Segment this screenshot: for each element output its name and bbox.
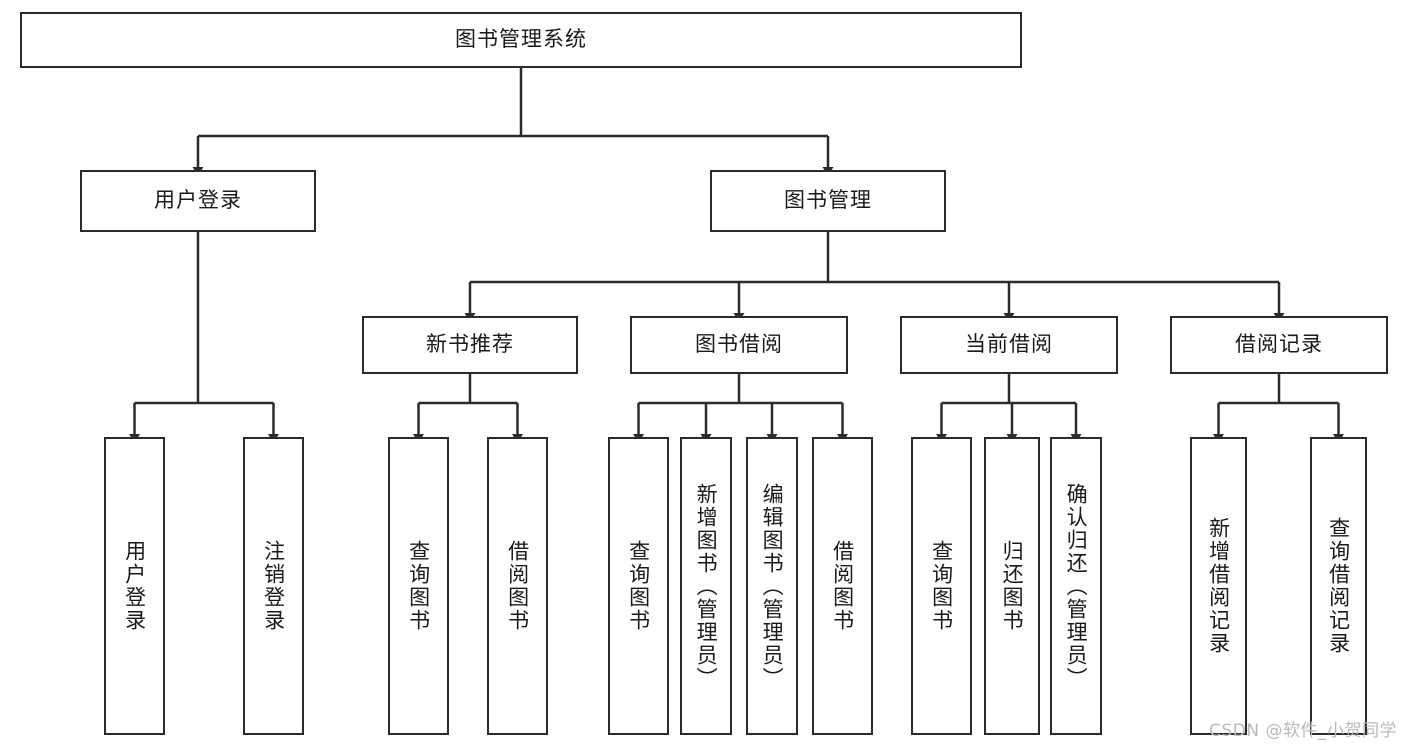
leaf-confirm-return-label: 确认归还（管理员）	[1064, 482, 1089, 690]
leaf-edit-book-label: 编辑图书（管理员）	[760, 482, 785, 690]
leaf-borrow-book-2[interactable]: 借阅图书	[812, 437, 873, 735]
leaf-add-book-label: 新增图书（管理员）	[694, 482, 719, 690]
node-book-borrow[interactable]: 图书借阅	[630, 316, 848, 374]
leaf-logout-label: 注销登录	[261, 540, 286, 632]
leaf-confirm-return[interactable]: 确认归还（管理员）	[1050, 437, 1102, 735]
leaf-edit-book[interactable]: 编辑图书（管理员）	[746, 437, 798, 735]
leaf-logout[interactable]: 注销登录	[243, 437, 304, 735]
leaf-borrow-book-1-label: 借阅图书	[505, 540, 530, 632]
leaf-user-login[interactable]: 用户登录	[104, 437, 165, 735]
leaf-add-book[interactable]: 新增图书（管理员）	[680, 437, 732, 735]
node-user-login-label: 用户登录	[154, 188, 242, 213]
node-book-manage[interactable]: 图书管理	[710, 170, 946, 232]
node-new-book-recommendation-label: 新书推荐	[426, 332, 514, 357]
node-current-borrow-label: 当前借阅	[965, 332, 1053, 357]
node-book-manage-label: 图书管理	[784, 188, 872, 213]
leaf-query-book-1[interactable]: 查询图书	[388, 437, 449, 735]
node-root-label: 图书管理系统	[455, 27, 587, 52]
node-user-login[interactable]: 用户登录	[80, 170, 316, 232]
leaf-query-borrow-record-label: 查询借阅记录	[1326, 517, 1351, 655]
leaf-borrow-book-1[interactable]: 借阅图书	[487, 437, 548, 735]
leaf-query-book-2-label: 查询图书	[626, 540, 651, 632]
node-root[interactable]: 图书管理系统	[20, 12, 1022, 68]
node-borrow-record-label: 借阅记录	[1235, 332, 1323, 357]
node-new-book-recommendation[interactable]: 新书推荐	[362, 316, 578, 374]
leaf-user-login-label: 用户登录	[122, 540, 147, 632]
leaf-query-book-1-label: 查询图书	[406, 540, 431, 632]
leaf-add-borrow-record-label: 新增借阅记录	[1206, 517, 1231, 655]
leaf-query-book-2[interactable]: 查询图书	[608, 437, 669, 735]
node-current-borrow[interactable]: 当前借阅	[900, 316, 1118, 374]
leaf-borrow-book-2-label: 借阅图书	[830, 540, 855, 632]
leaf-return-book[interactable]: 归还图书	[984, 437, 1040, 735]
leaf-query-book-3-label: 查询图书	[929, 540, 954, 632]
leaf-query-book-3[interactable]: 查询图书	[911, 437, 972, 735]
leaf-query-borrow-record[interactable]: 查询借阅记录	[1310, 437, 1367, 735]
leaf-add-borrow-record[interactable]: 新增借阅记录	[1190, 437, 1247, 735]
node-borrow-record[interactable]: 借阅记录	[1170, 316, 1388, 374]
leaf-return-book-label: 归还图书	[1000, 540, 1025, 632]
node-book-borrow-label: 图书借阅	[695, 332, 783, 357]
